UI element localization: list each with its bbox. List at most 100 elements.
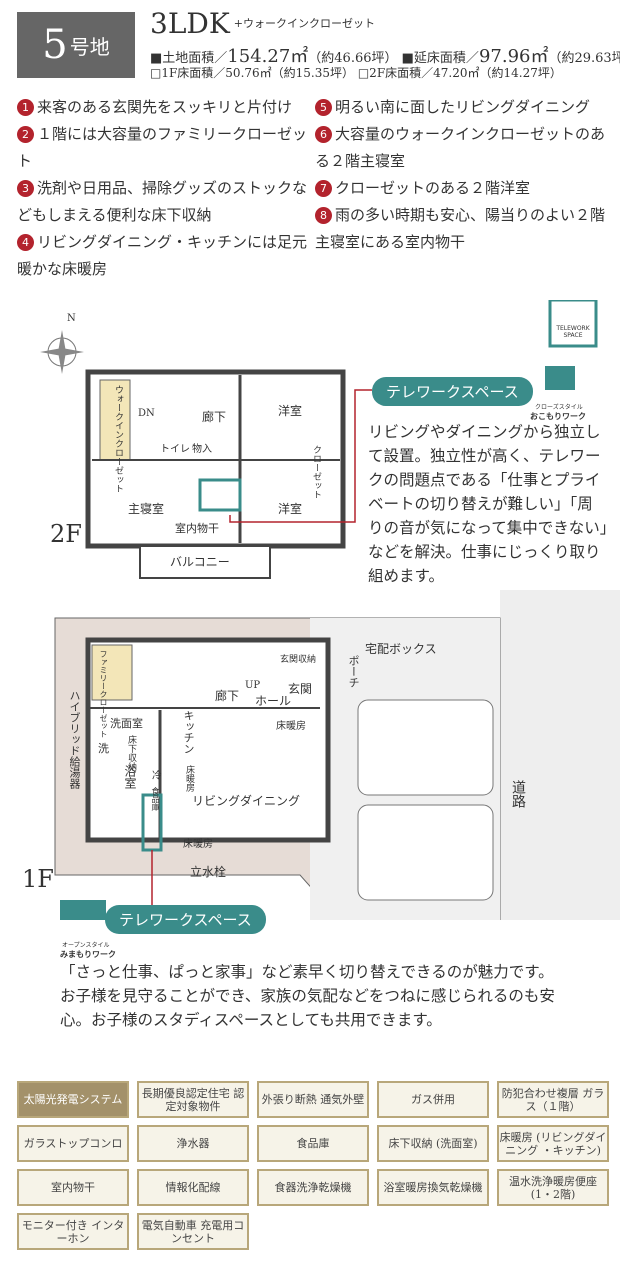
- lot-number: 5: [42, 22, 68, 68]
- feature-number: 2: [17, 126, 34, 143]
- room-toilet-2f: トイレ: [160, 444, 190, 455]
- land-area-label: ■土地面積／: [150, 51, 228, 66]
- telework-badge-text: TELEWORK SPACE: [556, 325, 590, 339]
- car-icon: [357, 699, 494, 796]
- fridge: 冷: [152, 771, 162, 782]
- equipment-tag: 電気自動車 充電用コンセント: [137, 1213, 249, 1250]
- feature-text: 洗剤や日用品、掃除グッズのストックなどもしまえる便利な床下収納: [17, 179, 308, 224]
- floor1-label: 1F: [22, 865, 54, 893]
- land-tsubo: （約46.66坪）: [308, 51, 398, 66]
- floor-heating-dining: 床暖房: [183, 839, 213, 850]
- equipment-tag: モニター付き インターホン: [17, 1213, 129, 1250]
- room-family-closet: ファミリークローゼット: [99, 650, 108, 738]
- equipment-tag: 床下収納 (洗面室): [377, 1125, 489, 1162]
- telework-description-2f: リビングやダイニングから独立して設置。独立性が高く、テレワークの問題点である「仕…: [368, 423, 608, 585]
- equipment-tag: 床暖房 (リビングダイニング ・キッチン): [497, 1125, 609, 1162]
- feature-text: １階には大容量のファミリークローゼット: [17, 125, 308, 170]
- telework-label-1f: テレワークスペース: [105, 905, 266, 934]
- room-walk-in-closet: ウォークインクローゼット: [113, 385, 123, 493]
- room-entrance: 玄関: [288, 682, 313, 696]
- equipment-tag: 食品庫: [257, 1125, 369, 1162]
- room-balcony: バルコニー: [170, 555, 230, 569]
- layout-label: 3LDK: [150, 7, 230, 40]
- layout-type: 3LDK+ウォークインクローゼット: [150, 8, 375, 40]
- room-living-dining: リビングダイニング: [192, 794, 301, 808]
- layout-extra: +ウォークインクローゼット: [233, 17, 375, 30]
- room-western-2: 洋室: [278, 502, 303, 516]
- land-area-value: 154.27㎡: [227, 46, 309, 67]
- delivery-box: 宅配ボックス: [365, 642, 437, 656]
- compass-north: N: [67, 313, 76, 324]
- area-row-2: □1F床面積／50.76㎡（約15.35坪） □2F床面積／47.20㎡（約14…: [150, 64, 562, 81]
- compass-icon: [40, 330, 84, 374]
- equipment-tag: 浄水器: [137, 1125, 249, 1162]
- car-icon: [357, 804, 494, 901]
- outdoor-faucet: 立水栓: [190, 865, 227, 879]
- room-entrance-storage: 玄関収納: [280, 655, 317, 665]
- floor2-plan-drawing: [40, 300, 598, 579]
- equipment-tag: 太陽光発電システム: [17, 1081, 129, 1118]
- room-western-1: 洋室: [278, 404, 303, 418]
- room-bath: 浴室: [123, 765, 137, 789]
- equipment-tag: 長期優良認定住宅 認定対象物件: [137, 1081, 249, 1118]
- floor-area-label: ■延床面積／: [401, 51, 479, 66]
- hybrid-water-heater: ハイブリッド給湯器: [68, 690, 81, 789]
- equipment-tag: 防犯合わせ複層 ガラス（１階）: [497, 1081, 609, 1118]
- floor1-plan-drawing: [54, 590, 620, 920]
- floor2-label: 2F: [50, 520, 82, 548]
- equipment-tag: 温水洗浄暖房便座 (1・2階): [497, 1169, 609, 1206]
- stairs-down: DN: [138, 408, 155, 419]
- f1-area: □1F床面積／50.76㎡（約15.35坪）: [150, 66, 355, 80]
- room-indoor-drying: 室内物干: [175, 522, 219, 535]
- telework-style-2f: クローズスタイル: [535, 404, 583, 411]
- room-hall-1f: ホール: [255, 694, 292, 708]
- floor-tsubo: （約29.63坪）: [548, 51, 620, 66]
- room-master-bedroom: 主寝室: [128, 502, 165, 516]
- feature-number: 7: [315, 180, 332, 197]
- floor-heating-kitchen: 床暖房: [184, 765, 194, 792]
- room-closet: クローゼット: [311, 445, 321, 499]
- feature-number: 4: [17, 234, 34, 251]
- equipment-tag: 食器洗浄乾燥機: [257, 1169, 369, 1206]
- stairs-up: UP: [245, 680, 261, 691]
- f2-area: □2F床面積／47.20㎡（約14.27坪）: [357, 66, 562, 80]
- feature-number: 1: [17, 99, 34, 116]
- washer-space: 洗: [98, 742, 109, 755]
- telework-style-1f: オープンスタイル: [62, 942, 110, 949]
- room-corridor-1f: 廊下: [215, 689, 240, 703]
- feature-text: リビングダイニング・キッチンには足元暖かな床暖房: [17, 233, 308, 278]
- room-pantry: 食品庫: [151, 787, 160, 811]
- equipment-tag: 室内物干: [17, 1169, 129, 1206]
- road-label: 道路: [510, 780, 526, 808]
- equipment-tag: 情報化配線: [137, 1169, 249, 1206]
- feature-number: 8: [315, 207, 332, 224]
- telework-style-name-1f: みまもりワーク: [60, 949, 116, 959]
- area-row-1: ■土地面積／154.27㎡（約46.66坪） ■延床面積／97.96㎡（約29.…: [150, 42, 620, 68]
- feature-text: 明るい南に面したリビングダイニング: [335, 98, 591, 116]
- room-kitchen: キッチン: [182, 710, 195, 754]
- room-washroom: 洗面室: [110, 717, 143, 730]
- equipment-tag: ガラストップコンロ: [17, 1125, 129, 1162]
- feature-text: 大容量のウォークインクローゼットのある２階主寝室: [315, 125, 606, 170]
- telework-space-badge-icon: [548, 300, 598, 348]
- feature-text: クローゼットのある２階洋室: [335, 179, 531, 197]
- floor-area-value: 97.96㎡: [478, 46, 549, 67]
- telework-style-name-2f: おこもりワーク: [530, 411, 586, 421]
- feature-text: 来客のある玄関先をスッキリと片付け: [37, 98, 293, 116]
- equipment-tag: ガス併用: [377, 1081, 489, 1118]
- telework-description-1f: 「さっと仕事、ぱっと家事」など素早く切り替えできるのが魅力です。お子様を見守るこ…: [60, 963, 555, 1029]
- feature-number: 5: [315, 99, 332, 116]
- feature-text: 雨の多い時期も安心、陽当りのよい２階主寝室にある室内物干: [315, 206, 606, 251]
- feature-number: 3: [17, 180, 34, 197]
- desk-chair-icon: [60, 900, 106, 920]
- desk-chair-icon: [545, 366, 575, 390]
